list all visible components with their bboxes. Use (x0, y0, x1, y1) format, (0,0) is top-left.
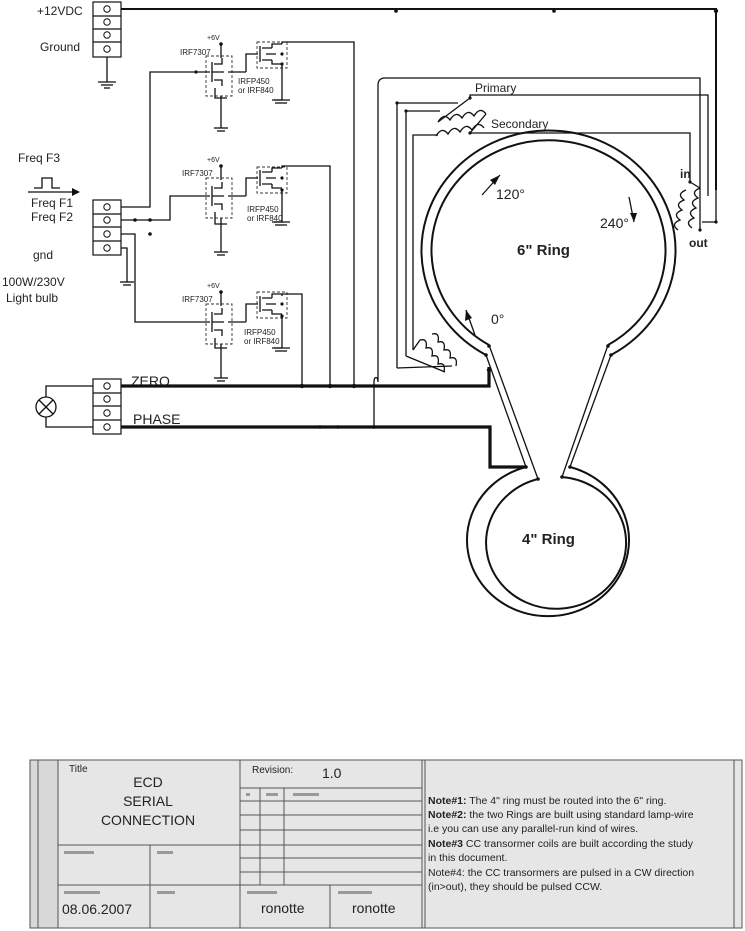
secondary-label: Secondary (491, 117, 548, 131)
ground-label: Ground (40, 40, 80, 54)
notes: Note#1: The 4" ring must be routed into … (428, 795, 694, 893)
driver1-mosfet-line2: or IRF840 (238, 86, 274, 95)
driver-stage-3 (200, 290, 303, 386)
coil-in-label: in (680, 167, 691, 181)
driver1-mosfet-line1: IRFP450 (238, 77, 270, 86)
four-inch-ring-label: 4" Ring (522, 531, 575, 548)
pulse-icon (28, 177, 80, 196)
revision-label: Revision: (252, 765, 293, 776)
angle-arrows (465, 174, 637, 336)
top-cc-transformer (435, 97, 487, 137)
bottom-cc-transformer (396, 333, 458, 373)
note-line-4: Note#3 CC transormer coils are built acc… (428, 838, 694, 850)
revision-value: 1.0 (322, 765, 342, 781)
author2-value: ronotte (352, 900, 396, 916)
driver-stage-1 (194, 41, 355, 386)
bulb-label-line2: Light bulb (6, 291, 58, 305)
vdc-label: +12VDC (37, 4, 83, 18)
driver1-supply: +6V (207, 35, 220, 42)
author1-value: ronotte (261, 900, 305, 916)
driver3-part: IRF7307 (182, 295, 213, 304)
driver-stage-2 (200, 164, 331, 386)
primary-label: Primary (475, 81, 516, 95)
driver3-mosfet-line2: or IRF840 (244, 337, 280, 346)
title-block (29, 759, 743, 929)
note-line-3: i.e you can use any parallel-run kind of… (428, 823, 638, 835)
angle-240-label: 240° (600, 215, 629, 231)
freq-f1-label: Freq F1 (31, 196, 73, 210)
note-line-6: Note#4: the CC transormers are pulsed in… (428, 867, 694, 879)
angle-120-label: 120° (496, 186, 525, 202)
ring-interconnect (485, 344, 612, 481)
title-line3: CONNECTION (101, 812, 195, 828)
four-inch-ring (466, 466, 630, 618)
driver2-mosfet-line1: IRFP450 (247, 205, 279, 214)
note-line-7: (in>out), they should be pulsed CCW. (428, 881, 602, 893)
supply-12v-wire (121, 8, 719, 190)
input-terminal-block (92, 199, 122, 256)
phase-wire (121, 425, 526, 469)
note-line-5: in this document. (428, 852, 507, 864)
date-value: 08.06.2007 (62, 901, 132, 917)
light-bulb-symbol (35, 385, 93, 428)
title-label: Title (69, 764, 88, 775)
power-terminal-block (92, 1, 122, 58)
transformer-wiring (373, 77, 718, 427)
right-cc-transformer (673, 181, 701, 231)
six-inch-ring-label: 6" Ring (517, 242, 570, 259)
driver2-part: IRF7307 (182, 169, 213, 178)
driver2-mosfet-line2: or IRF840 (247, 214, 283, 223)
coil-out-label: out (689, 236, 708, 250)
zero-wire (121, 367, 492, 389)
title-line1: ECD (133, 774, 163, 790)
angle-0-label: 0° (491, 311, 504, 327)
gnd-label: gnd (33, 248, 53, 262)
title-line2: SERIAL (123, 793, 173, 809)
note-line-2: Note#2: the two Rings are built using st… (428, 809, 694, 821)
freq-f3-label: Freq F3 (18, 151, 60, 165)
phase-label: PHASE (133, 411, 180, 427)
bulb-label-line1: 100W/230V (2, 275, 65, 289)
signal-wires (120, 71, 200, 323)
driver2-supply: +6V (207, 157, 220, 164)
driver3-mosfet-line1: IRFP450 (244, 328, 276, 337)
driver3-supply: +6V (207, 283, 220, 290)
driver1-part: IRF7307 (180, 48, 211, 57)
ground-symbol (98, 57, 116, 89)
freq-f2-label: Freq F2 (31, 210, 73, 224)
note-line-1: Note#1: The 4" ring must be routed into … (428, 795, 666, 807)
mains-terminal-block (92, 378, 122, 435)
